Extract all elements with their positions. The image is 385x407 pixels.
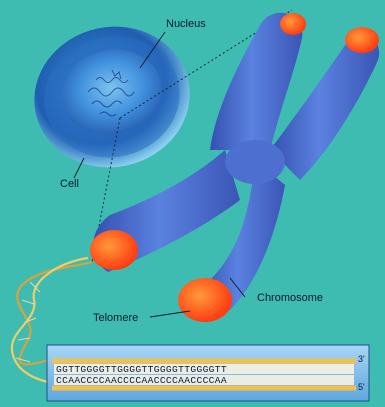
cell-illustration [21, 12, 203, 181]
telomere-label: Telomere [93, 312, 138, 324]
dna-bottom-strand: CCAACCCCAACCCCAACCCCAACCCCAA [56, 375, 227, 386]
top-strand-end-label: 3' [358, 354, 365, 364]
nucleus-label: Nucleus [166, 18, 206, 30]
telomere-cap [178, 278, 232, 322]
telomere-cap [280, 13, 306, 35]
dna-top-strand: GGTTGGGGTTGGGGTTGGGGTTGGGGTT [56, 364, 227, 375]
telomere-cap [345, 27, 379, 53]
chromosome-label: Chromosome [257, 292, 323, 304]
bottom-strand-end-label: 5' [358, 382, 365, 392]
cell-label: Cell [60, 178, 79, 190]
telomere-cap [90, 230, 138, 270]
